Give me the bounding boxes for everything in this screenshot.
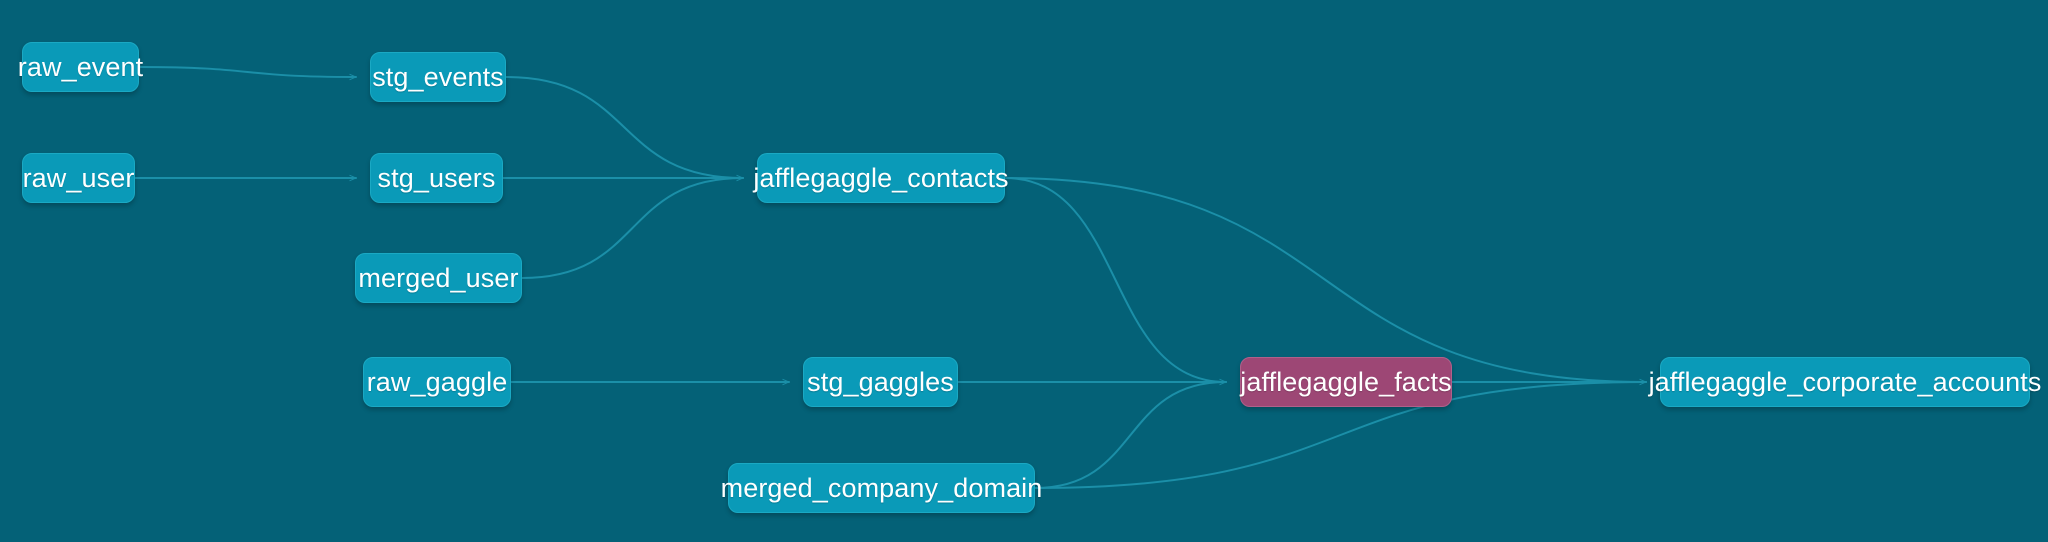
graph-edge-merged_user-to-jafflegaggle_contacts: [521, 177, 744, 279]
graph-node-label: jafflegaggle_facts: [1240, 366, 1452, 397]
graph-node-label: raw_user: [22, 162, 135, 193]
graph-node-label: merged_user: [358, 262, 519, 293]
graph-node-raw_user[interactable]: raw_user: [22, 153, 135, 203]
graph-edge-merged_company_domain-to-jafflegaggle_facts: [1034, 381, 1227, 489]
graph-node-stg_gaggles[interactable]: stg_gaggles: [803, 357, 958, 407]
graph-edge-raw_event-to-stg_events: [138, 66, 357, 77]
graph-node-label: raw_gaggle: [366, 366, 508, 397]
graph-node-merged_company_domain[interactable]: merged_company_domain: [721, 463, 1042, 513]
graph-node-stg_events[interactable]: stg_events: [370, 52, 506, 102]
graph-edge-stg_events-to-jafflegaggle_contacts: [505, 76, 744, 179]
graph-node-label: stg_users: [377, 162, 496, 193]
graph-node-jafflegaggle_facts[interactable]: jafflegaggle_facts: [1240, 357, 1452, 407]
graph-node-label: stg_events: [372, 61, 504, 92]
graph-edge-jafflegaggle_contacts-to-jafflegaggle_corporate_accounts: [1004, 177, 1647, 383]
graph-node-label: raw_event: [17, 51, 144, 82]
graph-node-jafflegaggle_contacts[interactable]: jafflegaggle_contacts: [753, 153, 1009, 203]
graph-node-stg_users[interactable]: stg_users: [370, 153, 503, 203]
graph-node-label: stg_gaggles: [807, 366, 954, 397]
graph-edge-jafflegaggle_contacts-to-jafflegaggle_facts: [1004, 177, 1227, 383]
graph-node-label: merged_company_domain: [720, 472, 1043, 503]
graph-node-raw_gaggle[interactable]: raw_gaggle: [363, 357, 511, 407]
graph-node-label: jafflegaggle_contacts: [753, 162, 1009, 193]
graph-node-label: jafflegaggle_corporate_accounts: [1648, 366, 2042, 397]
graph-node-jafflegaggle_corporate_accounts[interactable]: jafflegaggle_corporate_accounts: [1649, 357, 2041, 407]
graph-node-merged_user[interactable]: merged_user: [355, 253, 522, 303]
graph-node-raw_event[interactable]: raw_event: [18, 42, 143, 92]
